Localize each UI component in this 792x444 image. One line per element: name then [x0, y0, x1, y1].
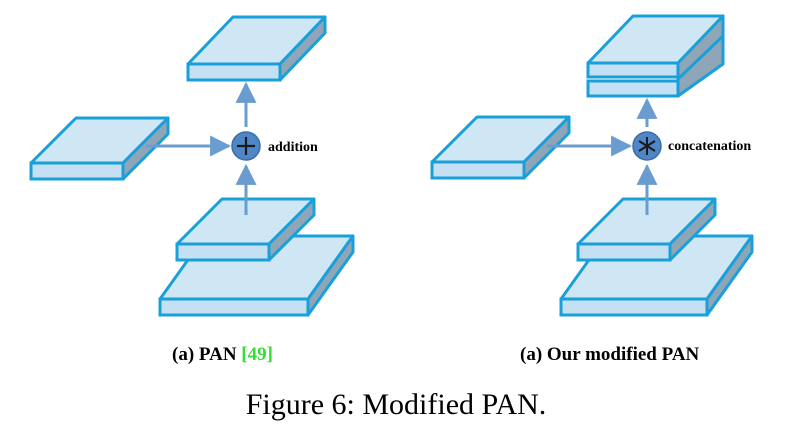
output-feature-block — [186, 15, 327, 82]
lateral-feature-block — [29, 116, 170, 181]
figure-caption: Figure 6: Modified PAN. — [245, 388, 547, 421]
operator-label-addition: addition — [268, 140, 318, 155]
left-panel: addition — [29, 15, 355, 317]
bottom-small-feature-block — [576, 197, 717, 262]
bottom-small-feature-block — [175, 197, 316, 262]
pan-diagram: addition — [29, 14, 754, 317]
subcaption-right: (a) Our modified PAN — [520, 344, 700, 365]
subcaption-left-text: (a) PAN — [172, 344, 237, 365]
concatenated-output-block — [586, 14, 725, 98]
asterisk-icon — [632, 131, 662, 161]
subcaption-left: (a) PAN [49] — [172, 344, 273, 366]
citation-link[interactable]: [49] — [241, 344, 273, 365]
plus-icon — [231, 131, 261, 161]
right-panel: concatenation — [430, 14, 754, 317]
operator-label-concatenation: concatenation — [668, 139, 751, 154]
lateral-feature-block — [430, 115, 571, 180]
